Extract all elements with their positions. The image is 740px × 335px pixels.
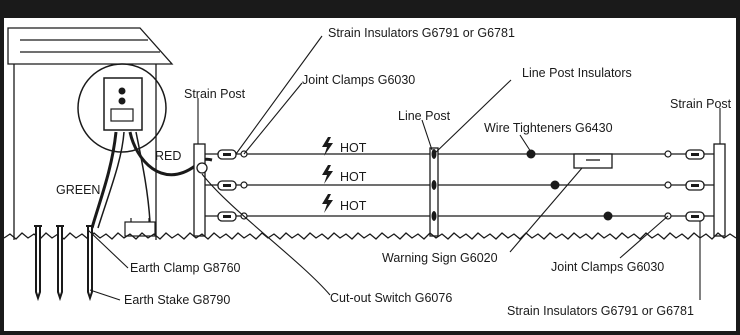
shed (7, 27, 174, 240)
fence-wires (200, 153, 722, 217)
label-joint-clamps-bottom: Joint Clamps G6030 (551, 260, 664, 274)
cables (90, 131, 213, 229)
warning-sign (573, 153, 613, 169)
lightning-icon (322, 194, 333, 213)
label-strain-post-right: Strain Post (670, 97, 732, 111)
posts (193, 143, 726, 237)
frame-top-bar (2, 2, 738, 18)
label-green: GREEN (56, 183, 100, 197)
ground-line (3, 232, 737, 240)
leader-lines (87, 35, 721, 301)
insulator-cores (223, 153, 699, 218)
energiser (77, 63, 167, 153)
label-warning-sign: Warning Sign G6020 (382, 251, 498, 265)
strain-insulators (217, 149, 705, 222)
cut-out-switch (196, 162, 208, 174)
wire-tighteners (526, 149, 613, 221)
label-wire-tighteners: Wire Tighteners G6430 (484, 121, 613, 135)
label-hot-2: HOT (340, 170, 367, 184)
earth-stakes (34, 225, 94, 302)
label-strain-insulators-top: Strain Insulators G6791 or G6781 (328, 26, 515, 40)
label-strain-post-left: Strain Post (184, 87, 246, 101)
label-joint-clamps-top: Joint Clamps G6030 (302, 73, 415, 87)
label-line-post: Line Post (398, 109, 451, 123)
label-hot-3: HOT (340, 199, 367, 213)
lightning-icons (322, 137, 333, 213)
label-line-post-insulators: Line Post Insulators (522, 66, 632, 80)
label-strain-insulators-bottom: Strain Insulators G6791 or G6781 (507, 304, 694, 318)
lightning-icon (322, 165, 333, 184)
battery (124, 218, 156, 237)
label-earth-clamp: Earth Clamp G8760 (130, 261, 241, 275)
label-cut-out-switch: Cut-out Switch G6076 (330, 291, 452, 305)
label-red: RED (155, 149, 181, 163)
lightning-icon (322, 137, 333, 156)
label-earth-stake: Earth Stake G8790 (124, 293, 230, 307)
label-hot-1: HOT (340, 141, 367, 155)
